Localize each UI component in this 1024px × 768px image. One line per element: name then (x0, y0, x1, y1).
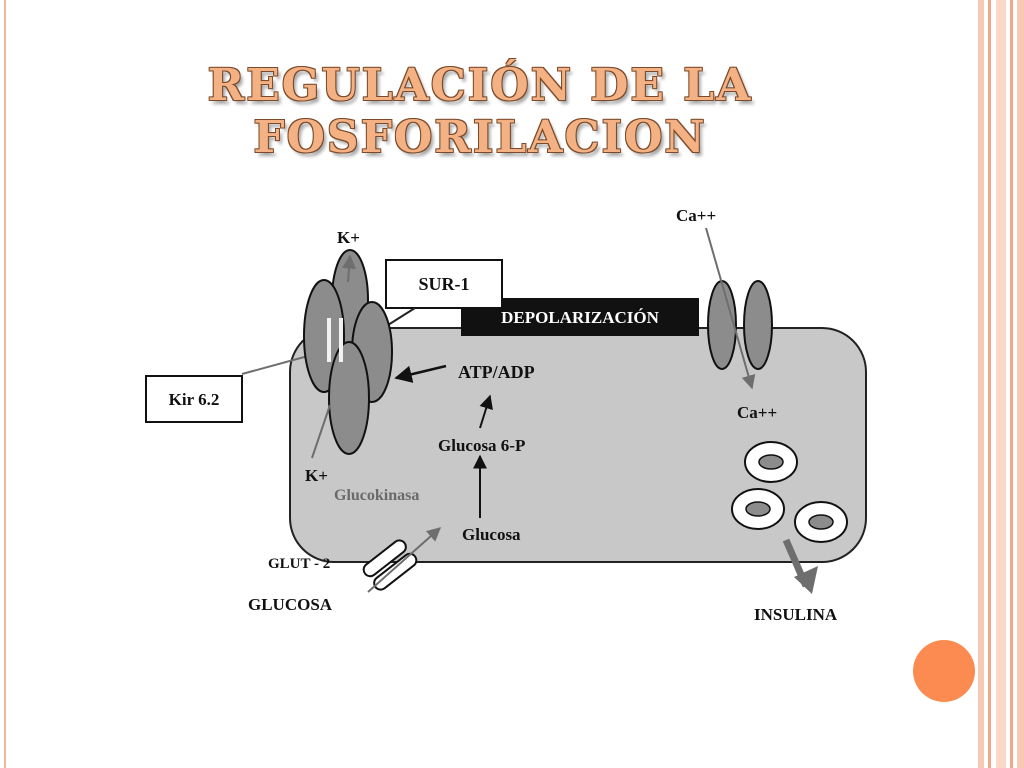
ca-top-label: Ca++ (676, 206, 716, 225)
k-efflux-arrow (342, 254, 357, 283)
ca-channel-subunit (707, 280, 737, 370)
insulin-granule (744, 441, 798, 483)
ca-influx-arrow (705, 227, 756, 390)
k-plus-top-label: K+ (337, 228, 360, 247)
ca-channel-subunit (743, 280, 773, 370)
glucosa6p-label: Glucosa 6-P (438, 436, 525, 455)
g6p-to-atp-arrow (479, 394, 493, 429)
orange-circle-decoration (913, 640, 975, 702)
sur1-connector (387, 307, 416, 326)
insulin-release-arrowhead (794, 566, 818, 594)
sur1-label: SUR-1 (418, 274, 469, 294)
k-lower-line (311, 404, 331, 459)
glut2-label: GLUT - 2 (268, 556, 330, 572)
depolarizacion-label: DEPOLARIZACIÓN (501, 308, 659, 327)
glut2-capsule (362, 539, 407, 578)
glucosa-inside-label: Glucosa (462, 525, 521, 544)
slide-title: REGULACIÓN DE LA FOSFORILACION (150, 60, 810, 164)
title-line-1: REGULACIÓN DE LA (207, 60, 753, 111)
kir62-label: Kir 6.2 (169, 390, 220, 409)
sur1-box (385, 259, 503, 309)
atp-adp-label: ATP/ADP (458, 362, 535, 382)
left-border-line (0, 0, 6, 768)
channel-subunit (328, 341, 370, 455)
glucokinasa-label: Glucokinasa (334, 487, 419, 504)
insulin-granule (794, 501, 848, 543)
katp-channel (303, 249, 393, 455)
title-line-2: FOSFORILACION (253, 112, 707, 163)
glucose-uptake-arrow (367, 527, 442, 593)
insulin-granule (731, 488, 785, 530)
granule-core (758, 454, 784, 470)
channel-pore-highlight (327, 318, 331, 362)
k-plus-bottom-label: K+ (305, 466, 328, 485)
insulina-label: INSULINA (754, 605, 838, 624)
ca-inside-label: Ca++ (737, 403, 777, 422)
granule-core (808, 514, 834, 530)
glucosa-outside-label: GLUCOSA (248, 595, 333, 614)
granule-core (745, 501, 771, 517)
right-decorative-stripes (976, 0, 1024, 768)
channel-pore-highlight (339, 318, 343, 362)
glut2-capsule (373, 552, 418, 591)
kir62-box (145, 375, 243, 423)
atp-inhibit-arrow (394, 364, 447, 383)
glut2-transporter (362, 539, 418, 591)
